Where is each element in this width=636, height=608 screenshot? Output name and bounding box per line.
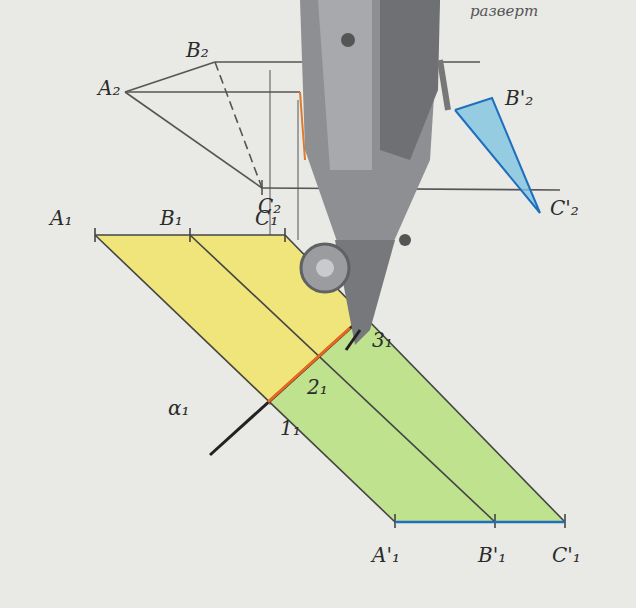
- point-label: 3₁: [372, 330, 393, 350]
- blue-triangle: [455, 98, 540, 213]
- point-label: B'₁: [478, 545, 506, 565]
- prism-edges: [95, 228, 565, 528]
- point-label: A₂: [98, 78, 120, 98]
- point-label: B₁: [160, 208, 183, 228]
- point-label: B₂: [186, 40, 209, 60]
- header-fragment: разверт: [470, 4, 538, 19]
- blue-edge: [395, 521, 565, 524]
- point-label: 1₁: [280, 418, 301, 438]
- compass: [300, 0, 448, 350]
- cutting-plane-trace: [210, 312, 368, 455]
- point-label: A'₁: [372, 545, 400, 565]
- green-face: [268, 316, 565, 522]
- plane-label: α₁: [168, 398, 190, 418]
- point-label: A₁: [50, 208, 72, 228]
- section-line: [268, 328, 350, 402]
- point-label: B'₂: [505, 88, 533, 108]
- blue-outline: [455, 98, 540, 213]
- point-label: 2₁: [307, 377, 328, 397]
- yellow-face: [95, 235, 364, 402]
- point-label: C₁: [255, 208, 278, 228]
- point-label: C'₂: [550, 198, 579, 218]
- point-label: C'₁: [552, 545, 581, 565]
